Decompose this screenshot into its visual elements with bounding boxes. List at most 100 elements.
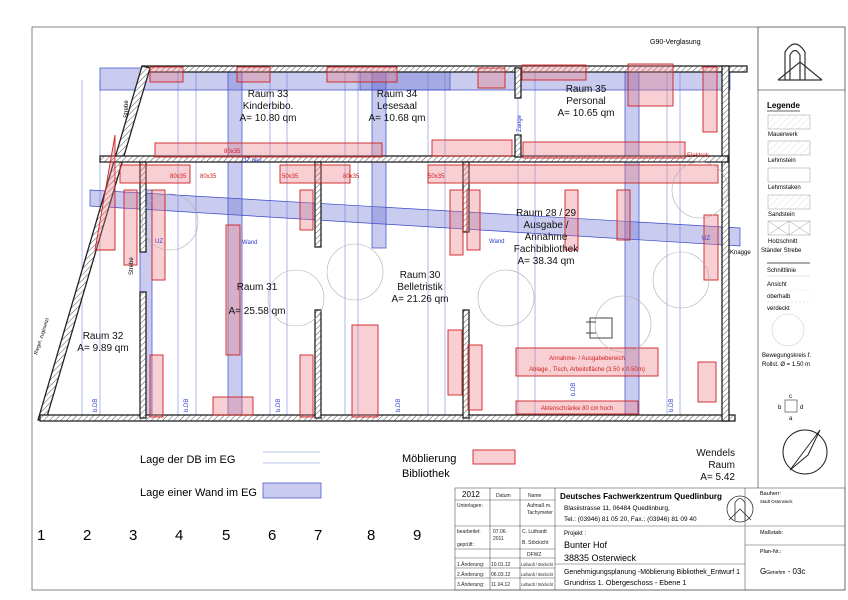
desk-title: Annahme- / Ausgabebereich [549, 356, 625, 362]
room-32-name: Raum 32 [83, 331, 124, 342]
column-numbers: 1 2 3 4 5 6 7 8 9 [37, 527, 421, 544]
glazing-label: G90-Verglasung [650, 39, 701, 46]
legend-title: Legende [767, 101, 800, 110]
knagge-label: Knagge [730, 250, 751, 256]
room-33-name: Raum 33 [248, 89, 289, 100]
change-name: Luthardt / Stöckicht [521, 562, 554, 567]
db-legend-label: Lage der DB im EG [140, 454, 235, 466]
bdb-label: b.DB [669, 399, 675, 412]
room-30-use: Belletristik [397, 282, 444, 293]
db-lines [81, 68, 681, 418]
column-number: 3 [129, 527, 137, 544]
change-label: 2.Änderung: [457, 571, 484, 578]
legend-item: Lehmstaken [768, 185, 801, 191]
material-legend: Legende Mauerwerk Lehmstein Lehmstaken S… [761, 101, 811, 368]
furniture-legend-swatch [472, 449, 516, 465]
col-date: Datum [496, 493, 511, 499]
geprueft-name: B. Stöckicht [522, 540, 549, 546]
change-date: 11.04.12 [491, 582, 510, 588]
organization-address: Blasiistrasse 11, 06484 Quedlinburg, [564, 505, 670, 512]
room-30-name: Raum 30 [400, 270, 441, 281]
title-block [454, 487, 846, 591]
bdb-label: b.DB [93, 399, 99, 412]
change-name: Luthardt / Stöckicht [521, 582, 554, 587]
massstab-label: Maßstab: [760, 530, 783, 536]
room-32-area: A= 9.89 qm [77, 343, 128, 354]
uz-neu-label: UZ neu [242, 158, 262, 164]
room-28-name: Raum 28 / 29 [516, 208, 576, 219]
room-35-name: Raum 35 [566, 84, 607, 95]
furniture-legend-label-2: Bibliothek [402, 468, 450, 480]
change-label: 3.Änderung: [457, 581, 484, 588]
column-number: 8 [367, 527, 375, 544]
column-number: 7 [314, 527, 322, 544]
shelf-label: 80x35 [224, 149, 241, 155]
plan-nr-label: Plan-Nr.: [760, 549, 782, 555]
bdb-label: b.DB [571, 383, 577, 396]
wall-legend-label: Lage einer Wand im EG [140, 487, 257, 499]
furniture-legend-label-1: Möblierung [402, 453, 456, 465]
axis-label: d [800, 405, 803, 411]
room-wendel-area: A= 5.42 [700, 472, 735, 483]
fachwerk-logo-icon [777, 43, 823, 81]
unterlagen-value: Aufmaß m. [527, 503, 551, 509]
projekt-label: Projekt : [564, 531, 586, 537]
column-number: 6 [268, 527, 276, 544]
cabinets-label: Aktenschränke 80 cm hoch [541, 406, 613, 412]
bottom-legend: Lage der DB im EG Lage einer Wand im EG … [140, 449, 516, 499]
room-34-name: Raum 34 [377, 89, 418, 100]
change-name: Luthardt / Stöckicht [521, 572, 554, 577]
bdb-label: b.DB [184, 399, 190, 412]
furniture [94, 63, 719, 418]
bearbeitet-name: C. Luthardt [522, 529, 547, 535]
legend-line-label: Ansicht [767, 282, 787, 288]
column-number: 9 [413, 527, 421, 544]
turning-circle-icon [771, 313, 805, 347]
bearbeitet-label: bearbeitet: [457, 529, 481, 535]
room-labels: Raum 33 Kinderbibo. A= 10.80 qm Raum 34 … [77, 39, 735, 483]
shelf-label: 50x35 [282, 174, 299, 180]
shelf-label: 80x35 [343, 174, 360, 180]
room-wendel-use: Raum [708, 460, 735, 471]
bdb-label: b.DB [276, 399, 282, 412]
legend-item: Mauerwerk [768, 132, 799, 138]
legend-item: Sandstein [768, 212, 795, 218]
change-date: 10.01.12 [491, 562, 511, 568]
legend-item: Holzschnitt [768, 239, 798, 245]
room-33-area: A= 10.80 qm [240, 113, 297, 124]
room-35-use: Personal [566, 96, 605, 107]
column-number: 5 [222, 527, 230, 544]
organization-name: Deutsches Fachwerkzentrum Quedlinburg [560, 491, 722, 501]
room-30-area: A= 21.26 qm [392, 294, 449, 305]
wheelchair-icon [586, 317, 613, 339]
strebe-label: Strebe [124, 100, 130, 118]
walls [37, 65, 748, 422]
room-31-name: Raum 31 [237, 282, 278, 293]
uz-label: UZ [155, 239, 163, 245]
plan-subtitle: Grundriss 1. Obergeschoss - Ebene 1 [564, 578, 687, 587]
wall-legend-swatch [262, 482, 322, 499]
shelf-label: 50x35 [428, 174, 445, 180]
unterlagen-label: Unterlagen: [457, 503, 483, 509]
sheet-frame [31, 26, 846, 591]
bearbeitet-date: 07.06. [493, 529, 507, 535]
desk-subtitle: Ablage , Tisch, Arbeitsfläche (3.50 x 0.… [529, 367, 645, 373]
north-arrow-icon [782, 429, 828, 475]
strebe-label: Strebe [129, 257, 135, 275]
legend-line-label: oberhalb [767, 294, 791, 300]
legend-line-label: verdeckt [767, 306, 790, 312]
wand-label: Wand [489, 239, 504, 245]
col-name: Name [528, 493, 542, 499]
dfwz: DFWZ [527, 552, 541, 558]
room-28-area: A= 38.34 qm [518, 256, 575, 267]
bearbeitet-date: 2011 [493, 536, 504, 542]
year: 2012 [462, 490, 480, 499]
room-28-use: Ausgabe / [523, 220, 568, 231]
bauherr-value: Stadt Osterwieck [760, 499, 793, 504]
plan-number: GGenehm - 03c [760, 567, 805, 576]
room-28-use2: Annahme [525, 232, 568, 243]
legend-line-label: Schnittlinie [767, 268, 797, 274]
wheelchair-turning-circles [141, 161, 729, 353]
plan-description: Genehmigungsplanung -Möblierung Biblioth… [564, 567, 740, 576]
